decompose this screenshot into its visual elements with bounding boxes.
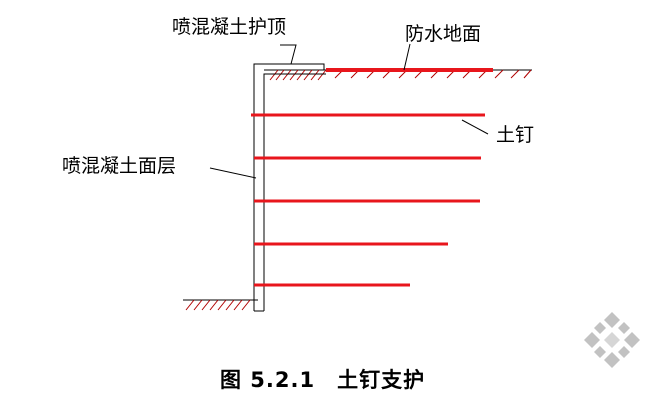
shotcrete-facing-wall — [253, 63, 326, 312]
ground-surface-bottom — [183, 299, 258, 311]
label-crest-protection: 喷混凝土护顶 — [172, 16, 286, 38]
soil-nails — [251, 113, 485, 287]
figure-caption: 图 5.2.1 土钉支护 — [220, 368, 425, 392]
leader-lines — [209, 43, 489, 179]
label-soil-nail: 土钉 — [496, 124, 534, 146]
label-waterproof-ground: 防水地面 — [405, 23, 481, 45]
watermark-logo-icon — [584, 312, 640, 368]
label-shotcrete-facing: 喷混凝土面层 — [62, 155, 176, 177]
